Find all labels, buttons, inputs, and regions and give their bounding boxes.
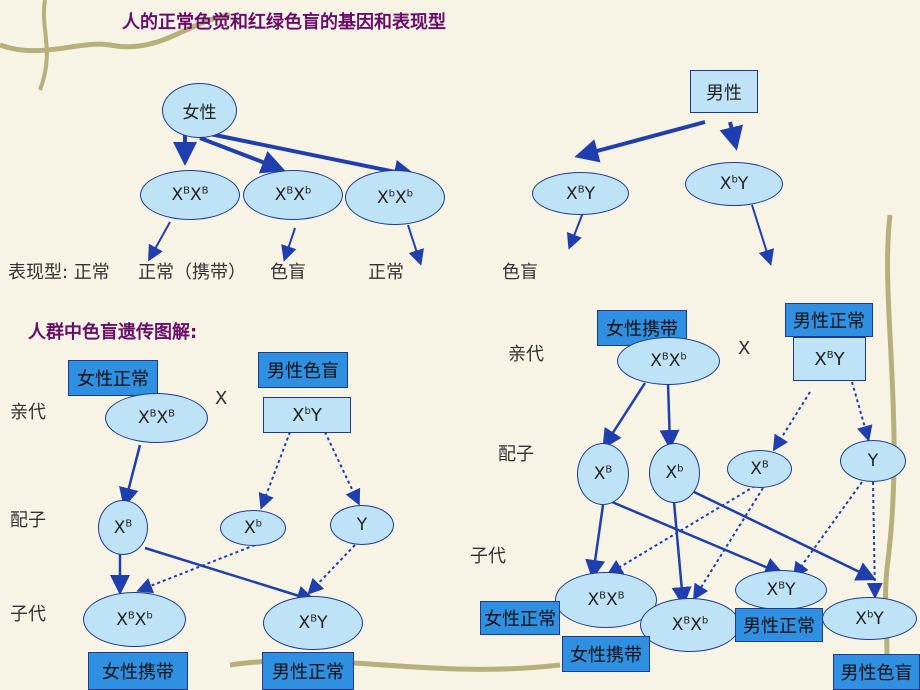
arrow-phen-5 (751, 204, 775, 266)
left-arrow-father-gamete-b (258, 431, 291, 510)
top-title: 人的正常色觉和红绿色盲的基因和表现型 (122, 12, 446, 33)
left-arrow-mother-gamete (119, 444, 142, 508)
left-arrow-gamete-off2 (144, 546, 317, 606)
right-offspring-blind-male: XbY (822, 597, 917, 640)
left-offspring-carrier: XBXb (83, 592, 186, 647)
left-offspring-label: 子代 (10, 604, 46, 625)
right-offspring-label: 子代 (470, 546, 506, 567)
left-offspring1-box: 女性携带 (88, 652, 188, 690)
decorative-vine-top (0, 12, 231, 54)
left-gamete-xb: XB (98, 500, 148, 555)
left-arrow-gy-off2 (307, 544, 356, 595)
left-arrow-father-gamete-y (324, 431, 361, 506)
phenotype-blind-1: 色盲 (270, 262, 306, 283)
left-mother-box: 女性正常 (68, 360, 158, 396)
right-arrow-g4-o4 (866, 481, 883, 599)
genotype-xbxb-blind: XbXb (345, 170, 445, 225)
left-gamete-y: Y (330, 505, 394, 545)
left-gamete-xsmallb: Xb (220, 510, 286, 546)
decorative-vine-left (38, 0, 49, 91)
right-arrow-m-g1 (602, 382, 647, 450)
phenotype-normal-2: 正常 (368, 262, 404, 283)
genotype-xby-blind: XbY (685, 162, 783, 206)
right-arrow-g1-o3 (611, 500, 785, 577)
right-arrow-g3-o1 (606, 485, 756, 576)
arrow-female-3 (209, 132, 418, 184)
left-arrow-gb-off1 (136, 544, 256, 594)
arrow-phen-2 (281, 227, 297, 262)
right-offspring-carrier: XBXb (640, 598, 740, 652)
arrow-phen-4 (566, 209, 585, 250)
male-node: 男性 (690, 70, 758, 113)
phenotype-label: 表现型: 正常 (8, 262, 110, 283)
genotype-xbxb-normal: XBXB (140, 170, 240, 220)
genotype-xbxb-carrier: XBXb (243, 170, 343, 220)
right-arrow-m-g2 (659, 382, 680, 450)
right-offspring3-box: 男性正常 (735, 608, 823, 642)
left-gametes-label: 配子 (10, 510, 46, 531)
left-parents-label: 亲代 (10, 402, 46, 423)
right-offspring-normal-male: XBY (735, 570, 827, 610)
right-offspring2-box: 女性携带 (562, 636, 650, 672)
left-mother-genotype: XBXB (105, 393, 208, 443)
right-offspring1-box: 女性正常 (480, 601, 560, 635)
right-parents-label: 亲代 (508, 344, 544, 365)
female-node: 女性 (162, 83, 237, 138)
right-father-box: 男性正常 (785, 303, 873, 337)
left-cross: X (215, 388, 228, 409)
right-arrow-g2-o2 (671, 501, 692, 607)
phenotype-carrier: 正常（携带） (138, 262, 246, 283)
left-offspring-normal-male: XBY (263, 596, 363, 650)
right-cross: X (738, 338, 751, 359)
section-title: 人群中色盲遗传图解: (28, 322, 198, 343)
right-arrow-g2-o4 (689, 488, 877, 581)
right-gamete-y: Y (840, 440, 906, 482)
right-gamete-xsmallb: Xb (649, 443, 700, 503)
arrow-male-2 (719, 121, 743, 151)
right-arrow-f-g3 (772, 391, 811, 452)
phenotype-blind-2: 色盲 (502, 262, 538, 283)
left-father-genotype: XbY (263, 397, 351, 433)
arrow-phen-3 (407, 224, 424, 266)
left-offspring2-box: 男性正常 (262, 652, 354, 690)
arrow-male-1 (574, 120, 706, 163)
right-gametes-label: 配子 (498, 444, 534, 465)
decorative-vine-right (877, 214, 897, 690)
right-arrow-g1-o1 (585, 504, 606, 580)
arrow-phen-1 (148, 221, 171, 262)
left-father-box: 男性色盲 (258, 352, 348, 388)
right-father-genotype: XBY (793, 337, 866, 381)
right-offspring4-box: 男性色盲 (833, 654, 920, 690)
right-arrow-g4-o3 (792, 481, 863, 579)
right-arrow-f-g4 (851, 381, 873, 442)
genotype-xby-normal: XBY (532, 172, 629, 215)
right-gamete-xb-father: XB (727, 450, 792, 488)
arrow-female-2 (199, 136, 286, 174)
right-gamete-xb: XB (577, 443, 629, 505)
right-mother-genotype: XBXb (617, 337, 720, 385)
